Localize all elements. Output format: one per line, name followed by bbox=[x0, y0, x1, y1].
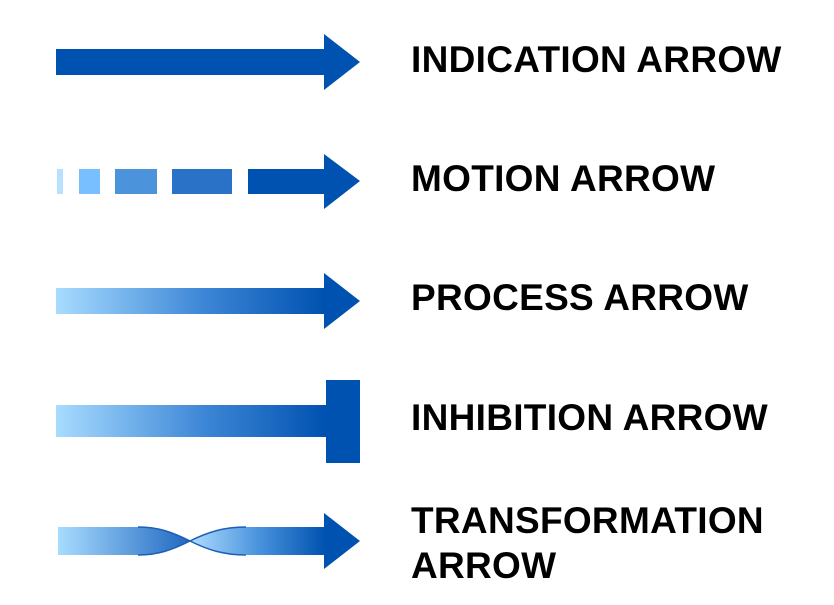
transformation-arrow-label-line1: TRANSFORMATION bbox=[411, 500, 764, 541]
motion-arrow-label: MOTION ARROW bbox=[411, 158, 716, 199]
indication-arrow-label: INDICATION ARROW bbox=[411, 39, 782, 80]
process-arrow-label: PROCESS ARROW bbox=[411, 277, 749, 318]
inhibition-arrow-label: INHIBITION ARROW bbox=[411, 397, 768, 438]
transformation-arrow-label-line2: ARROW bbox=[411, 545, 557, 586]
